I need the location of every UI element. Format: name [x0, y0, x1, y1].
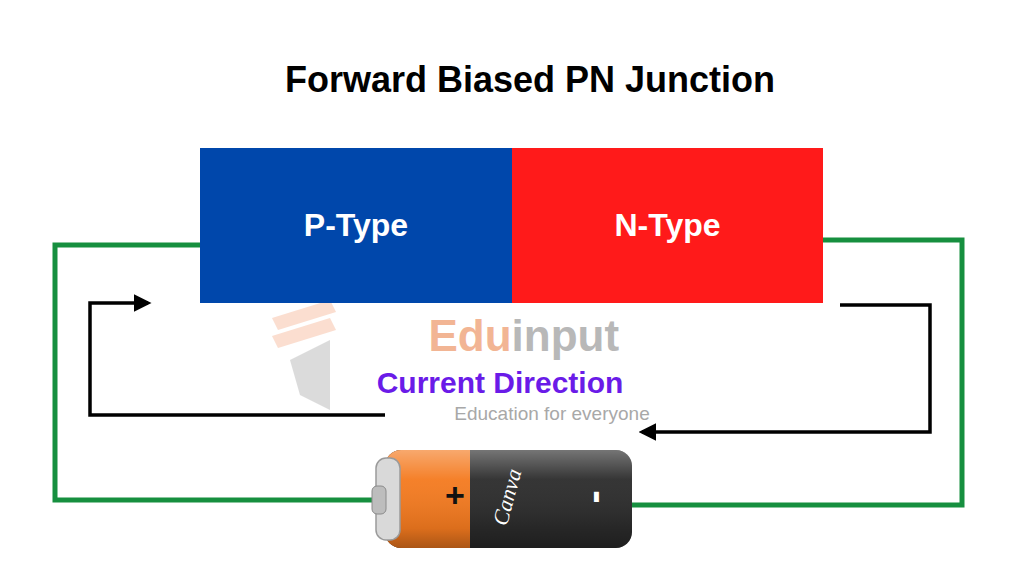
battery-terminal-sign: -	[577, 490, 623, 503]
arrow-caption: Current Direction	[377, 366, 624, 401]
current-arrow	[90, 303, 385, 415]
battery-symbol	[372, 450, 632, 548]
p-type-region: P-Type	[200, 148, 512, 303]
watermark-text: Education for everyone	[454, 403, 649, 425]
battery-terminal-sign: +	[445, 476, 465, 515]
diagram-title: Forward Biased PN Junction	[285, 59, 775, 100]
n-type-region: N-Type	[512, 148, 823, 303]
watermark-text: input	[512, 311, 620, 362]
current-arrow	[642, 305, 930, 432]
watermark-text: Edu	[428, 311, 511, 362]
region-label: N-Type	[614, 207, 720, 244]
watermark-logo	[272, 300, 336, 410]
region-label: P-Type	[304, 207, 408, 244]
